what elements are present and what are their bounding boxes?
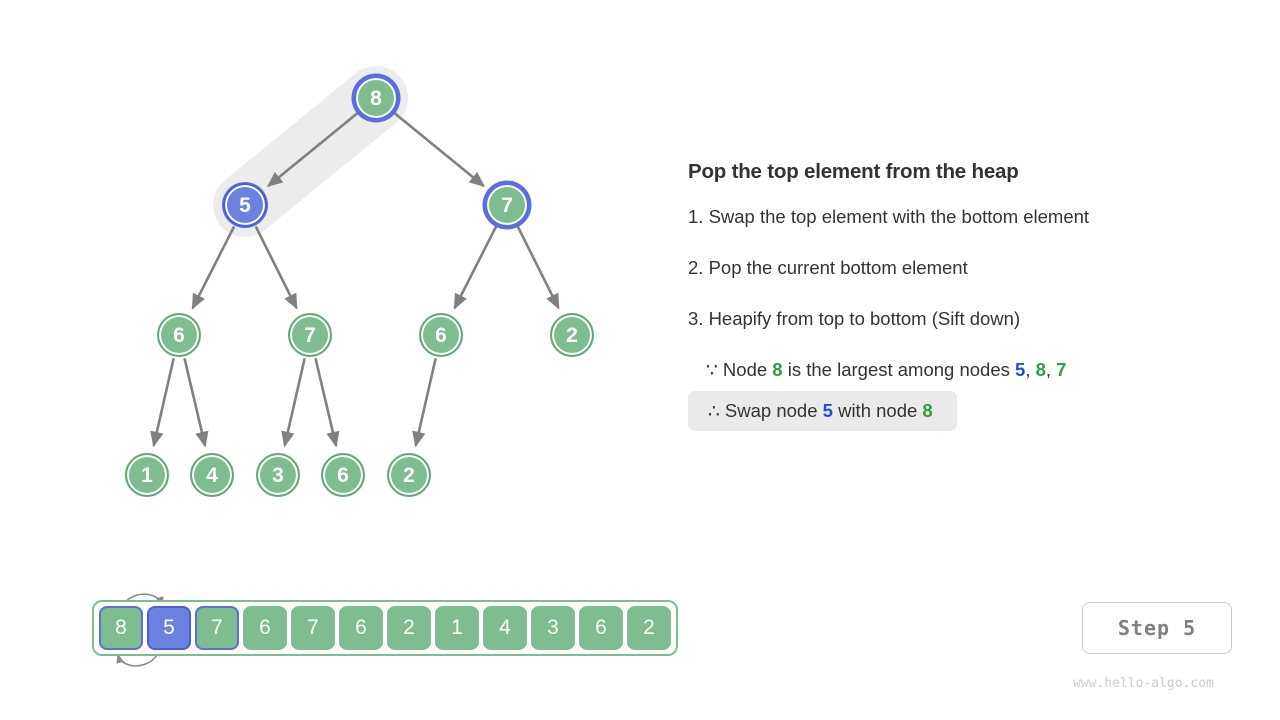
array-cell[interactable]: 7: [291, 606, 335, 650]
because-symbol: ∵: [706, 359, 718, 380]
explanation-panel: Pop the top element from the heap 1. Swa…: [688, 160, 1248, 431]
therefore-symbol: ∴: [708, 400, 720, 421]
tree-edge: [254, 225, 298, 310]
array-cell[interactable]: 3: [531, 606, 575, 650]
tree-edge: [412, 358, 437, 448]
tree-node[interactable]: 1: [125, 453, 169, 497]
tree-edges: [150, 112, 560, 448]
reason-node-5: 5: [1015, 359, 1026, 380]
tree-node[interactable]: 8: [354, 76, 398, 120]
tree-node[interactable]: 4: [190, 453, 234, 497]
tree-edge: [281, 358, 306, 448]
reason-text-2: is the largest among nodes: [787, 359, 1010, 380]
step-badge: Step 5: [1082, 602, 1232, 654]
page-title: Pop the top element from the heap: [688, 160, 1019, 183]
watermark: www.hello-algo.com: [1073, 676, 1214, 691]
tree-edge: [453, 225, 498, 310]
array-cell[interactable]: 7: [195, 606, 239, 650]
array-cell[interactable]: 5: [147, 606, 191, 650]
array-cell[interactable]: 4: [483, 606, 527, 650]
array-cell[interactable]: 6: [579, 606, 623, 650]
tree-node[interactable]: 6: [321, 453, 365, 497]
tree-edge: [183, 358, 209, 448]
step-item-1: 1. Swap the top element with the bottom …: [688, 206, 1090, 227]
array-cell[interactable]: 6: [243, 606, 287, 650]
array-cell[interactable]: 6: [339, 606, 383, 650]
tree-node[interactable]: 7: [485, 183, 529, 227]
reason-sep-1: ,: [1025, 359, 1031, 380]
tree-node[interactable]: 6: [419, 313, 463, 357]
tree-node[interactable]: 2: [550, 313, 594, 357]
array-cell[interactable]: 2: [387, 606, 431, 650]
tree-edge: [516, 225, 560, 310]
tree-node[interactable]: 3: [256, 453, 300, 497]
tree-edge: [267, 112, 359, 188]
tree-edge: [314, 358, 340, 448]
conclusion-text-2: with node: [838, 400, 918, 421]
reason-node-7: 7: [1056, 359, 1067, 380]
step-item-2: 2. Pop the current bottom element: [688, 257, 968, 278]
reason-line: ∵ Node 8 is the largest among nodes 5, 8…: [706, 359, 1248, 381]
reason-node-8b: 8: [1035, 359, 1046, 380]
conclusion-text-1: Swap node: [724, 400, 818, 421]
tree-node[interactable]: 6: [157, 313, 201, 357]
step-item-3: 3. Heapify from top to bottom (Sift down…: [688, 308, 1021, 329]
tree-node[interactable]: 5: [223, 183, 267, 227]
conclusion-node-5: 5: [822, 400, 833, 421]
conclusion-node-8: 8: [922, 400, 933, 421]
array-cell[interactable]: 1: [435, 606, 479, 650]
array-cell[interactable]: 8: [99, 606, 143, 650]
tree-node[interactable]: 7: [288, 313, 332, 357]
conclusion-wrap: ∴ Swap node 5 with node 8: [688, 391, 957, 431]
tree-node[interactable]: 2: [387, 453, 431, 497]
tree-edges-layer: [150, 66, 560, 448]
tree-edge: [191, 225, 236, 310]
tree-edge: [393, 112, 485, 188]
conclusion-line: ∴ Swap node 5 with node 8: [688, 391, 957, 431]
reason-text-1: Node: [722, 359, 768, 380]
array-cell[interactable]: 2: [627, 606, 671, 650]
reason-node-8: 8: [772, 359, 783, 380]
tree-edge: [150, 358, 175, 448]
reason-sep-2: ,: [1045, 359, 1052, 380]
